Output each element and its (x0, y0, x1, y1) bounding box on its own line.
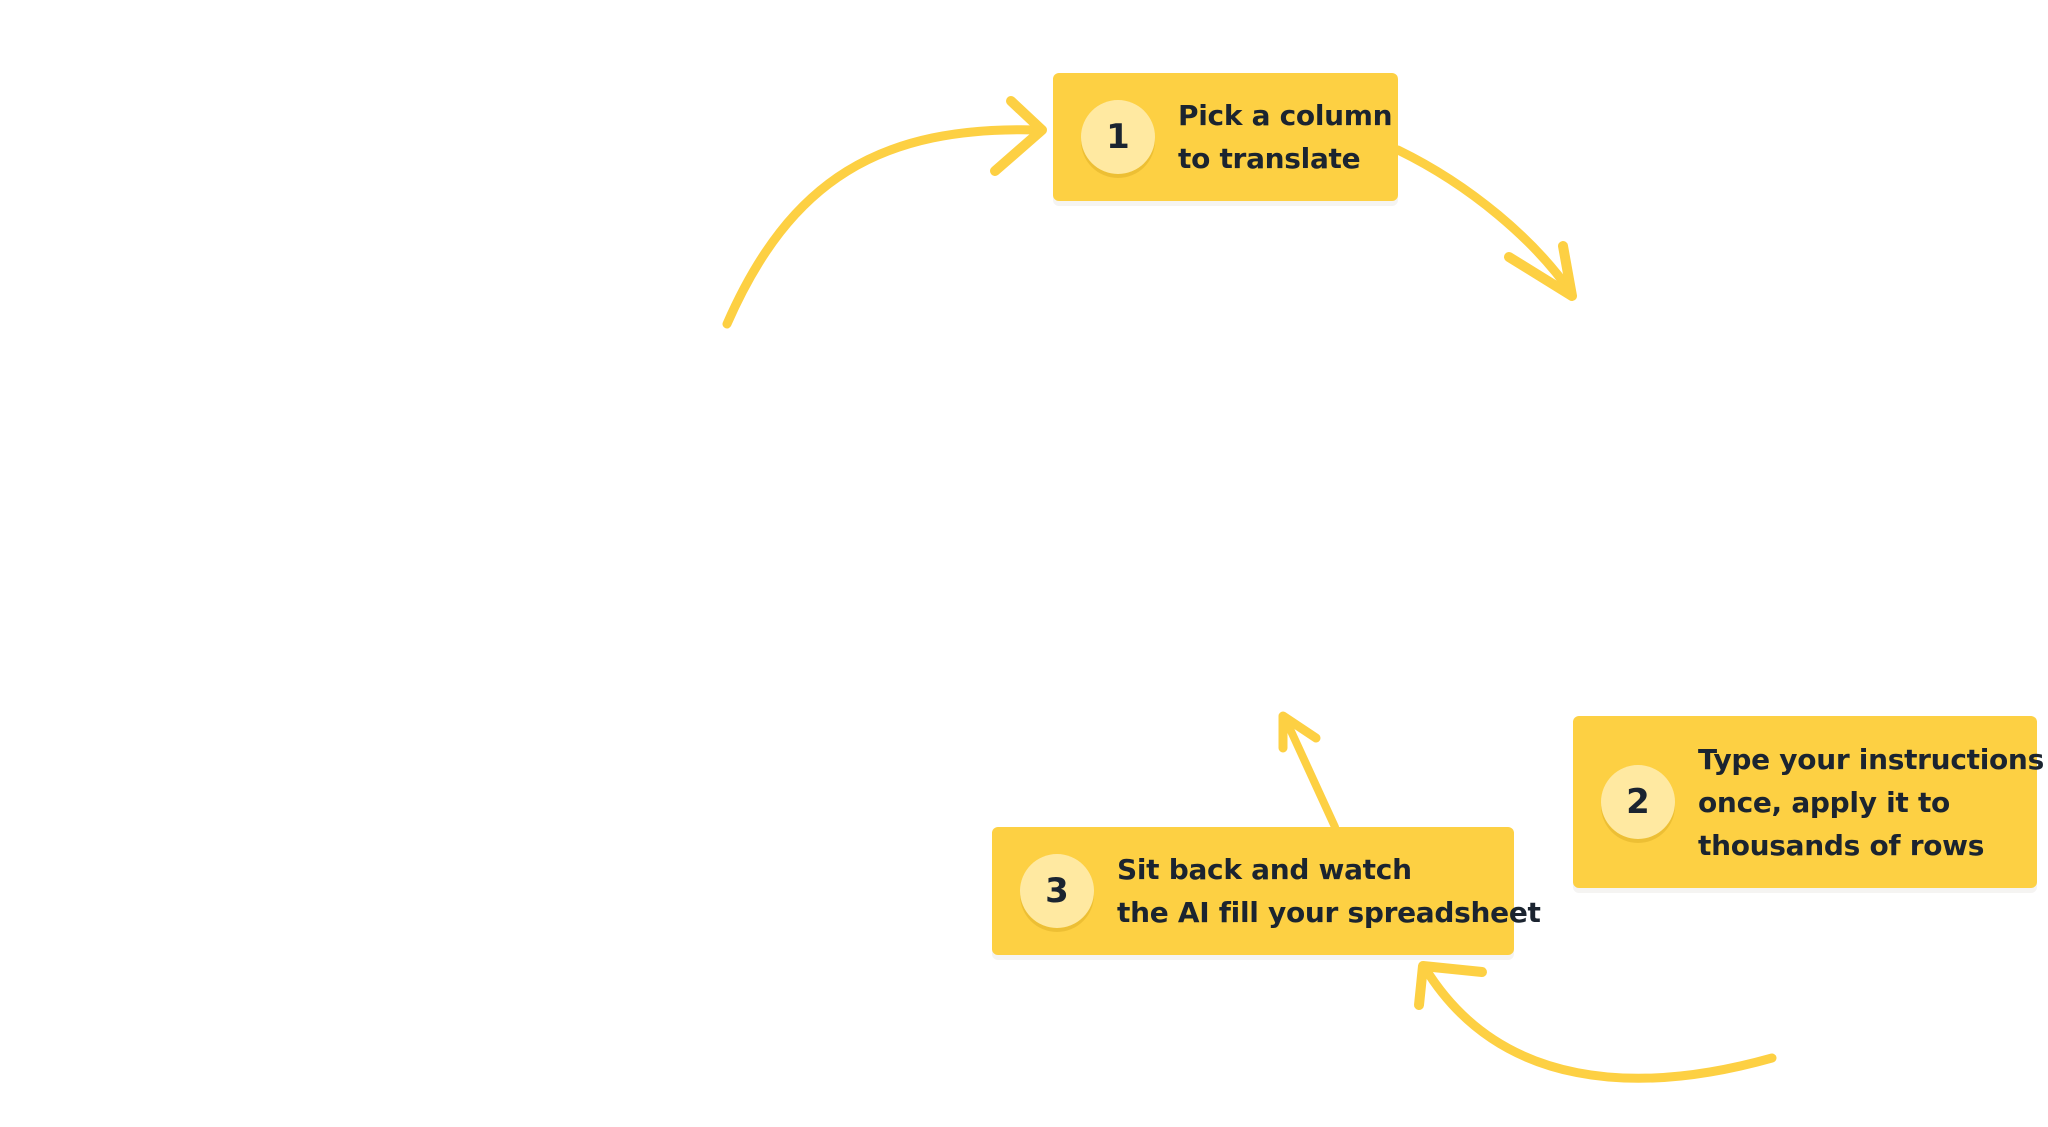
step-1-number-badge: 1 (1081, 100, 1155, 174)
step-1-text: Pick a column to translate (1178, 94, 1393, 180)
step-1-text-line: Pick a column (1178, 99, 1393, 132)
step-2-number-badge: 2 (1601, 765, 1675, 839)
step-3-text-line: the AI fill your spreadsheet (1117, 896, 1541, 929)
step-1-text-line: to translate (1178, 142, 1361, 175)
arrow-to-step-1 (722, 96, 1047, 329)
step-2-card: 2 Type your instructions once, apply it … (1573, 716, 2044, 888)
step-2-text-line: once, apply it to (1698, 785, 1950, 819)
step-3-number-badge: 3 (1020, 854, 1094, 928)
step-2-text-line: Type your instructions (1698, 742, 2044, 776)
arrow-to-step-3 (1414, 961, 1777, 1083)
step-3-text: Sit back and watch the AI fill your spre… (1117, 848, 1541, 934)
step-2-text-line: thousands of rows (1698, 828, 1985, 862)
step-2-text: Type your instructions once, apply it to… (1698, 738, 2044, 867)
arrow-step-1-to-step-2 (1393, 145, 1577, 301)
step-3-text-line: Sit back and watch (1117, 853, 1412, 886)
step-1-card: 1 Pick a column to translate (1053, 73, 1398, 201)
arrow-step-3-up (1278, 711, 1339, 831)
step-3-card: 3 Sit back and watch the AI fill your sp… (992, 827, 1541, 955)
